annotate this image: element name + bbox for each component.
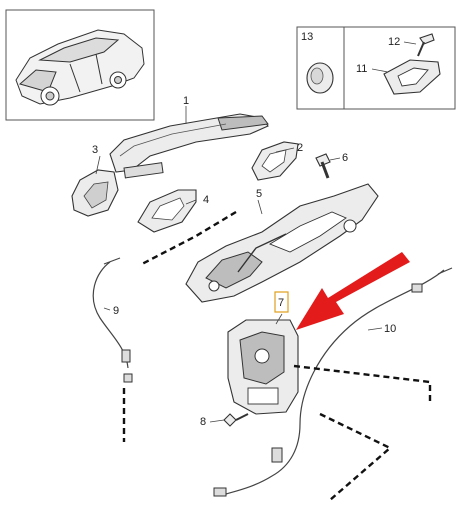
- bolt-part-6: [315, 153, 331, 179]
- bracket-part-11: [383, 59, 441, 95]
- callout-13: 13: [301, 31, 313, 43]
- callout-6: 6: [342, 152, 348, 164]
- callout-7: 7: [278, 297, 284, 309]
- cap-part-13: [306, 62, 334, 94]
- callout-9: 9: [113, 305, 119, 317]
- handle-part-1: [109, 113, 269, 179]
- lock-part-7: [227, 319, 299, 415]
- handle-cap-part-3: [71, 169, 119, 217]
- callout-3: 3: [92, 144, 98, 156]
- carrier-part-5: [185, 183, 379, 303]
- callout-2: 2: [297, 142, 303, 154]
- callout-5: 5: [256, 188, 262, 200]
- dashed-line-c: [293, 364, 432, 404]
- callout-10: 10: [384, 323, 396, 335]
- screw-part-8: [223, 413, 249, 427]
- car-inset: [5, 9, 155, 121]
- callout-11: 11: [356, 63, 367, 75]
- car-thumbnail-icon: [15, 29, 145, 106]
- gasket-part-4: [137, 189, 197, 233]
- gasket-part-2: [251, 141, 299, 181]
- callout-8: 8: [200, 416, 206, 428]
- callout-12: 12: [388, 36, 400, 48]
- detail-inset: [296, 26, 456, 110]
- dashed-line-a: [141, 210, 237, 266]
- cable-part-9: [92, 257, 133, 383]
- callout-4: 4: [203, 194, 209, 206]
- red-pointer-arrow: [296, 252, 410, 330]
- callout-1: 1: [183, 95, 189, 107]
- dashed-line-d: [319, 412, 393, 501]
- screw-part-12: [417, 33, 435, 57]
- highlight-box-7: [274, 291, 289, 313]
- cable-part-10: [213, 267, 453, 497]
